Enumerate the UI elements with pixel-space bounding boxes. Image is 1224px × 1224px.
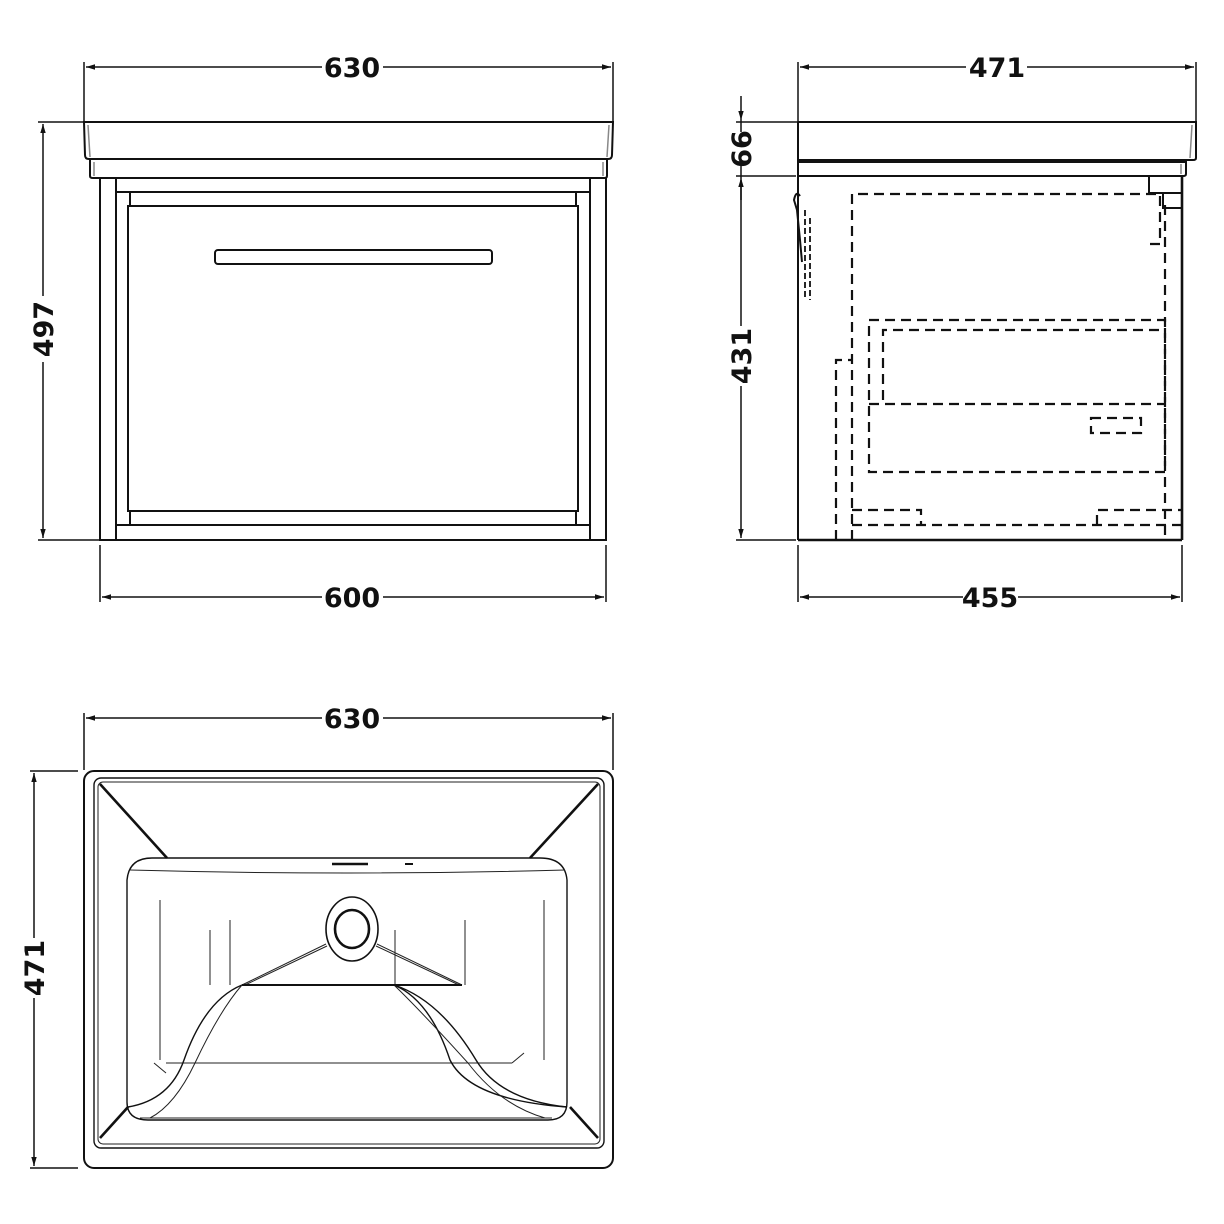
front-height-label: 497 [29, 301, 60, 357]
side-cabinet-depth-dimension-455: 455 [797, 545, 1183, 614]
side-cabinet [797, 122, 1184, 542]
hidden-handle [1089, 416, 1143, 435]
front-cabinet-width-dimension-600: 600 [99, 545, 607, 614]
front-width-label: 630 [324, 53, 380, 84]
front-basin-top [82, 121, 615, 179]
side-depth-label: 471 [969, 53, 1025, 84]
front-width-dimension-630: 630 [83, 53, 614, 122]
side-cabinet-height-label: 431 [727, 328, 758, 384]
side-depth-dimension-471: 471 [797, 53, 1197, 122]
waste-outlet [325, 896, 379, 962]
basin-bowl [126, 857, 568, 1121]
front-height-dimension-497: 497 [29, 121, 100, 541]
front-view: 630 497 [29, 53, 615, 614]
plan-view: 630 471 [20, 704, 614, 1169]
side-hidden-lines [834, 192, 1182, 540]
front-cabinet [99, 177, 607, 541]
plan-width-dimension-630: 630 [83, 704, 614, 770]
side-basin-height-dimension-66: 66 [727, 96, 798, 200]
side-view: 471 66 431 [727, 53, 1197, 614]
side-cabinet-depth-label: 455 [962, 583, 1018, 614]
side-cabinet-height-dimension-431: 431 [727, 180, 796, 541]
side-basin-height-label: 66 [727, 130, 758, 168]
wall-bracket [792, 192, 811, 300]
plan-depth-dimension-471: 471 [20, 770, 78, 1169]
basin-outer-rim [83, 770, 614, 1169]
drawer-handle [214, 249, 493, 265]
side-basin-top [798, 121, 1197, 177]
plan-width-label: 630 [324, 704, 380, 735]
front-cabinet-width-label: 600 [324, 583, 380, 614]
plan-depth-label: 471 [20, 940, 51, 996]
